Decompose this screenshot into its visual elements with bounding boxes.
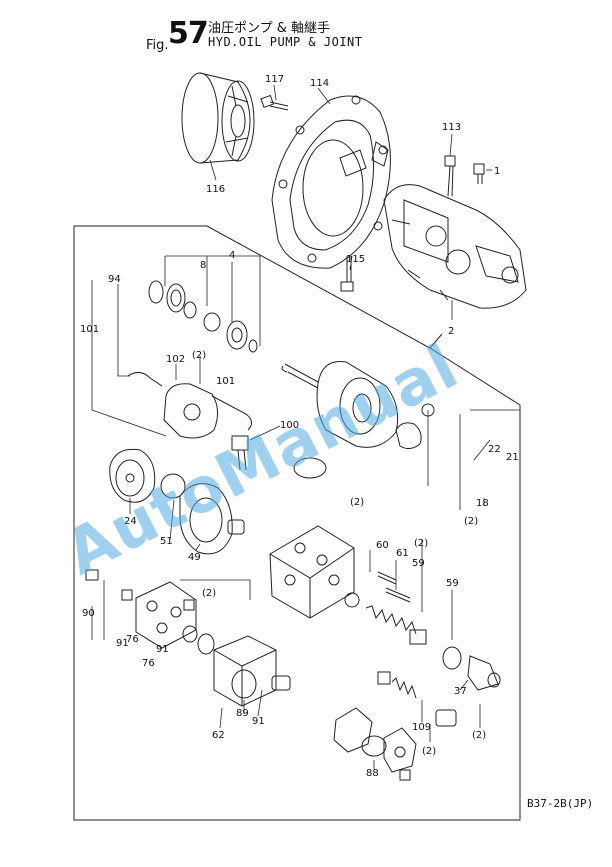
callout-61: 61 — [396, 548, 409, 559]
drawing-code: B37-2B(JP) — [527, 797, 594, 810]
callout-89: 89 — [236, 708, 249, 719]
callout-2-cap: (2) — [472, 730, 486, 741]
callout-91-left: 91 — [116, 638, 129, 649]
leader-lines — [91, 84, 520, 770]
callout-4: 4 — [229, 250, 235, 261]
callout-51: 51 — [160, 536, 173, 547]
callout-49: 49 — [188, 552, 201, 563]
valve-body-part — [269, 525, 360, 619]
callout-91-right: 91 — [252, 716, 265, 727]
callout-59-lower: 59 — [446, 578, 459, 589]
callout-21: 21 — [506, 452, 519, 463]
callout-18: 18 — [476, 498, 489, 509]
flywheel-housing-part — [271, 95, 391, 269]
callout-91-middle: 91 — [156, 644, 169, 655]
callout-100: 100 — [280, 420, 299, 431]
spring-part — [365, 605, 501, 691]
callout-2-spring: (2) — [422, 746, 436, 757]
bolt-part — [260, 94, 289, 111]
callout-2-lever: (2) — [464, 516, 478, 527]
shaft-assembly — [148, 280, 319, 389]
bolt-part — [377, 571, 411, 603]
callout-76-upper: 76 — [126, 634, 139, 645]
callout-62: 62 — [212, 730, 225, 741]
callout-2: 2 — [448, 326, 454, 337]
spring-part — [377, 671, 457, 727]
callout-101-left: 101 — [80, 324, 99, 335]
callout-88: 88 — [366, 768, 379, 779]
bolt-part — [444, 155, 456, 197]
coupling-housing-part — [293, 360, 435, 479]
callout-109: 109 — [412, 722, 431, 733]
callout-101-right: 101 — [216, 376, 235, 387]
callout-115: 115 — [346, 254, 365, 265]
callout-59-upper: 59 — [412, 558, 425, 569]
coupling-part — [181, 72, 255, 164]
pump-assembly-part — [383, 184, 527, 309]
callout-2-housing: (2) — [350, 497, 364, 508]
callout-114: 114 — [310, 78, 329, 89]
callout-24: 24 — [124, 516, 137, 527]
callout-2-governor: (2) — [192, 350, 206, 361]
callout-2-gasket: (2) — [202, 588, 216, 599]
end-cover-part — [333, 707, 417, 781]
callout-2-bolts: (2) — [414, 538, 428, 549]
callout-102: 102 — [166, 354, 185, 365]
plug-part — [473, 163, 485, 184]
fig-number: 57 — [168, 16, 209, 51]
callout-116: 116 — [206, 184, 225, 195]
title-japanese: 油圧ポンプ & 軸継手 — [208, 21, 331, 36]
callout-117: 117 — [265, 74, 284, 85]
callout-labels: 117 114 113 1 116 115 2 4 8 94 101 102 (… — [80, 74, 519, 779]
cover-part — [109, 448, 186, 503]
callout-90: 90 — [82, 608, 95, 619]
gasket-part — [179, 483, 245, 555]
fig-prefix: Fig. — [146, 38, 169, 53]
callout-1: 1 — [494, 166, 500, 177]
callout-22: 22 — [488, 444, 501, 455]
callout-94: 94 — [108, 274, 121, 285]
gear-pump-part — [182, 625, 291, 707]
frame-outline — [73, 225, 521, 821]
callout-76-lower: 76 — [142, 658, 155, 669]
callout-37: 37 — [454, 686, 467, 697]
title-english: HYD.OIL PUMP & JOINT — [208, 35, 363, 49]
governor-part — [127, 372, 252, 471]
plate-part — [85, 569, 197, 649]
callout-113: 113 — [442, 122, 461, 133]
callout-60: 60 — [376, 540, 389, 551]
callout-8: 8 — [200, 260, 206, 271]
